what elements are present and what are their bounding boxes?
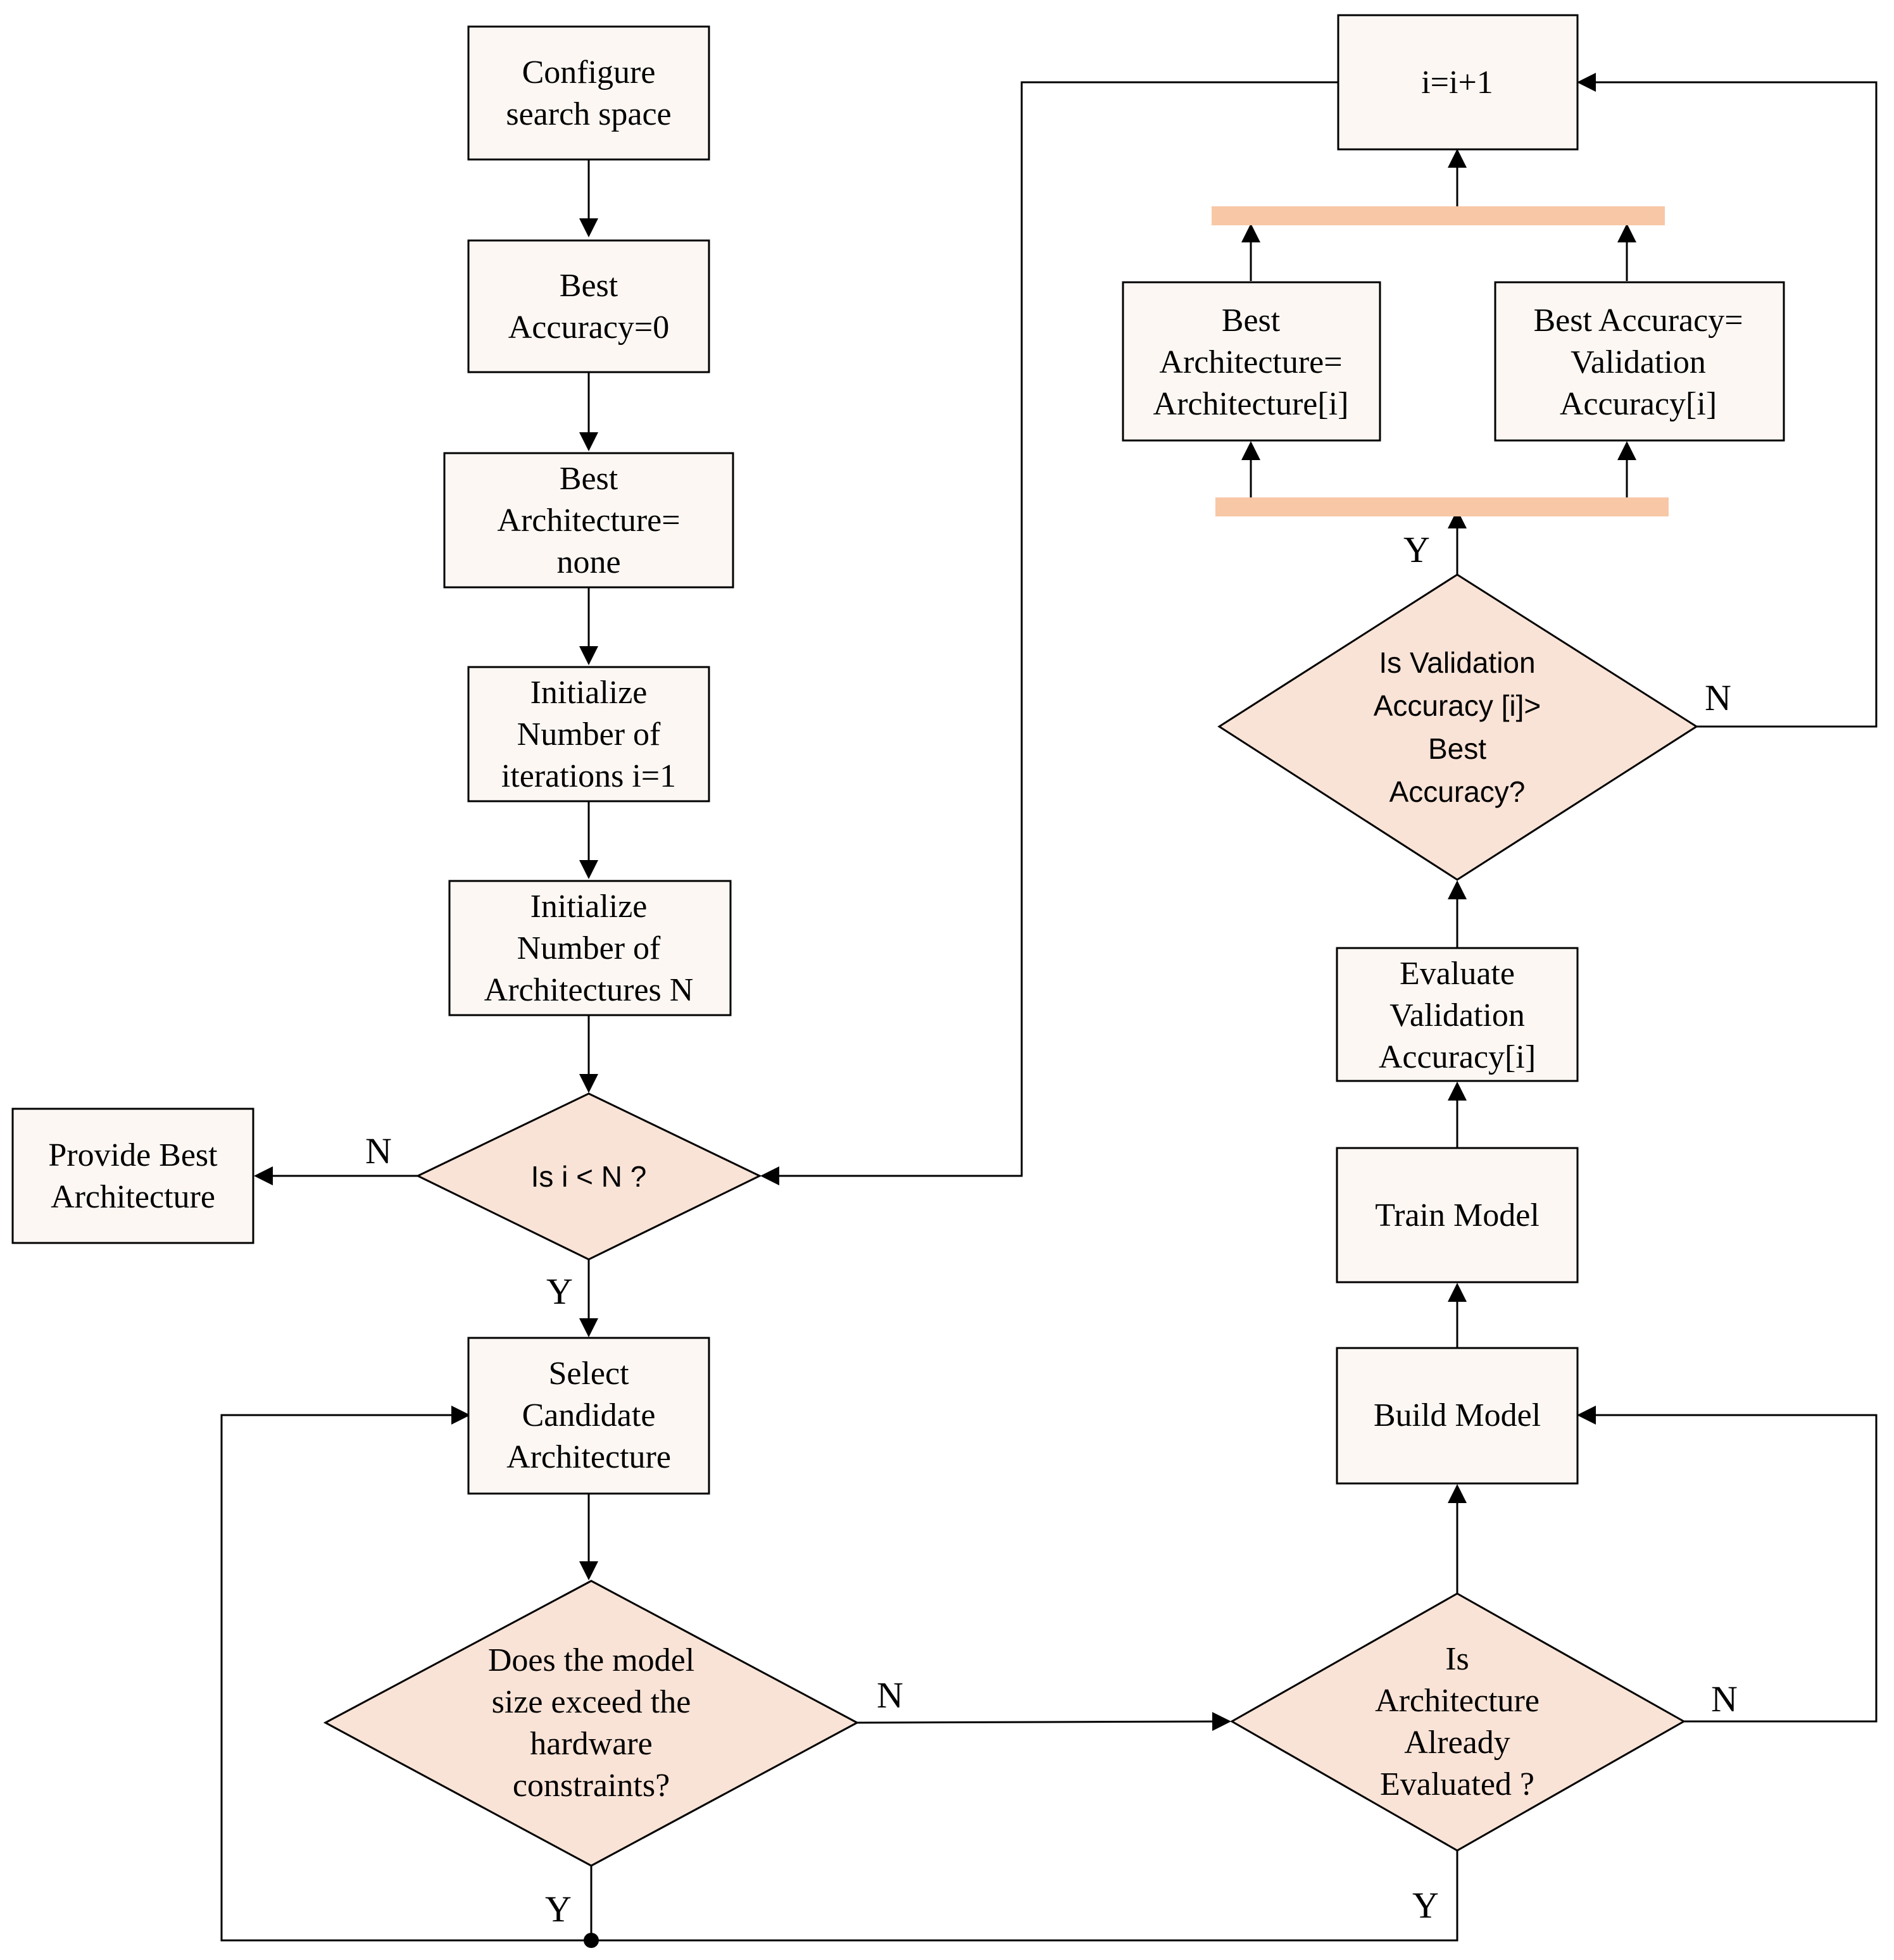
label-exceeds-yes: Y <box>545 1888 572 1930</box>
edge-val-no-to-increment <box>1577 73 1878 728</box>
set-best-arch-label-line: Best <box>1222 303 1281 339</box>
set-best-acc-label-line: Validation <box>1571 344 1706 380</box>
select-candidate-label-line: Select <box>548 1356 629 1392</box>
select-candidate-label-line: Architecture <box>506 1439 671 1475</box>
edges <box>220 73 1878 1948</box>
edge-evaluated-no-to-build <box>1577 1406 1878 1723</box>
init-iterations-label-line: Initialize <box>530 675 648 711</box>
label-evaluated-no: N <box>1711 1678 1738 1720</box>
train-model-label: Train Model <box>1375 1197 1540 1233</box>
is-i-less-than-n-decision: Is i < N ? <box>415 1092 762 1261</box>
is-val-better-label-line: Accuracy? <box>1389 775 1526 808</box>
evaluate-label-line: Validation <box>1389 997 1525 1033</box>
best-arch-init-label-line: Architecture= <box>497 502 680 539</box>
label-i-lt-n-yes: Y <box>546 1271 573 1312</box>
is-val-better-label-line: Best <box>1428 732 1486 765</box>
increment-i-box: i=i+1 <box>1337 14 1579 151</box>
init-architectures-label-line: Initialize <box>530 889 648 925</box>
evaluate-label-line: Evaluate <box>1400 956 1515 992</box>
edge-exceeds-no-to-evaluated <box>856 1712 1231 1732</box>
set-best-arch-label-line: Architecture[i] <box>1153 386 1349 422</box>
join-bar <box>1212 206 1665 225</box>
exceeds-constraints-decision: Does the model size exceed the hardware con… <box>323 1580 860 1867</box>
edge-increment-to-decision <box>760 81 1338 1185</box>
label-i-lt-n-no: N <box>365 1130 392 1171</box>
set-best-acc-label-line: Accuracy[i] <box>1560 386 1717 422</box>
configure-search-space-box: Configure search space <box>467 25 710 161</box>
init-architectures-label-line: Number of <box>517 930 661 966</box>
provide-best-label-line: Architecture <box>51 1179 215 1215</box>
train-model-label-line: Train Model <box>1375 1197 1540 1233</box>
best-arch-init-label-line: Best <box>560 461 618 497</box>
build-model-label-line: Build Model <box>1374 1397 1541 1433</box>
exceeds-constraints-label-line: size exceed the <box>492 1684 691 1720</box>
label-val-yes: Y <box>1403 529 1430 570</box>
is-val-better-label-line: Accuracy [i]> <box>1374 689 1541 722</box>
already-evaluated-label-line: Evaluated ? <box>1380 1766 1534 1802</box>
exceeds-constraints-label-line: hardware <box>530 1726 652 1762</box>
label-evaluated-yes: Y <box>1412 1885 1439 1926</box>
junction-dot <box>584 1933 599 1948</box>
already-evaluated-label-line: Is <box>1445 1641 1469 1677</box>
increment-label-line: i=i+1 <box>1421 65 1493 101</box>
best-accuracy-init-label-line: Best <box>560 268 618 304</box>
label-val-no: N <box>1705 677 1731 718</box>
configure-label: Configure search space <box>506 54 671 132</box>
best-accuracy-init-label-line: Accuracy=0 <box>508 309 670 346</box>
select-candidate-label-line: Candidate <box>522 1397 656 1433</box>
set-best-arch-label-line: Architecture= <box>1159 344 1342 380</box>
label-exceeds-no: N <box>877 1675 903 1716</box>
edge-exceeds-yes-loop <box>220 1406 593 1942</box>
exceeds-constraints-label: Does the model size exceed the hardware con… <box>488 1642 694 1804</box>
edge-evaluated-yes-loop <box>591 1851 1458 1942</box>
configure-label-line: Configure <box>522 54 656 91</box>
init-iterations-label-line: Number of <box>517 716 661 752</box>
exceeds-constraints-label-line: Does the model <box>488 1642 694 1678</box>
provide-best-label-line: Provide Best <box>48 1137 218 1173</box>
fork-bar <box>1215 497 1669 516</box>
configure-label-line: search space <box>506 96 671 132</box>
train-model-box: Train Model <box>1336 1147 1579 1283</box>
evaluate-label-line: Accuracy[i] <box>1379 1039 1536 1075</box>
init-architectures-label-line: Architectures N <box>484 972 694 1008</box>
best-arch-init-label-line: none <box>556 544 620 580</box>
is-i-lt-n-label-line: Is i < N ? <box>531 1160 647 1193</box>
is-i-lt-n-label: Is i < N ? <box>531 1160 647 1193</box>
build-model-label: Build Model <box>1374 1397 1541 1433</box>
increment-label: i=i+1 <box>1421 65 1493 101</box>
is-val-better-label-line: Is Validation <box>1379 646 1535 679</box>
build-model-box: Build Model <box>1336 1347 1579 1485</box>
already-evaluated-label-line: Architecture <box>1375 1683 1540 1719</box>
exceeds-constraints-label-line: constraints? <box>513 1768 670 1804</box>
set-best-acc-label-line: Best Accuracy= <box>1533 303 1743 339</box>
init-iterations-label-line: iterations i=1 <box>501 758 676 794</box>
already-evaluated-label-line: Already <box>1404 1725 1510 1761</box>
